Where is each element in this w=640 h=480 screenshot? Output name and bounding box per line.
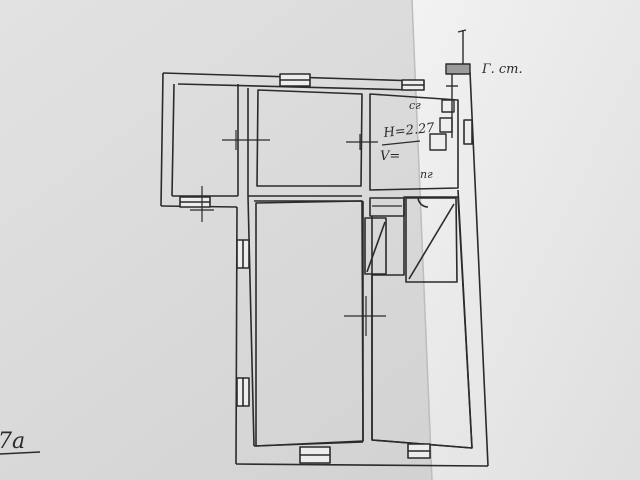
ceiling-height-label: H=2.27 [382,121,436,141]
sheet-mark-label: 7a [0,429,25,454]
sheet-mark-underline [0,451,41,455]
room-center-marks [190,130,402,336]
gas-stove-label: пг [420,168,433,181]
building-plan [160,29,489,467]
gas-equipment [429,29,471,151]
gas-meter-label: сг [409,99,421,112]
gas-main-label: Г. ст. [481,62,523,77]
volume-label: V= [380,149,400,164]
ceiling-height-underline [381,140,421,146]
windows [179,73,473,464]
